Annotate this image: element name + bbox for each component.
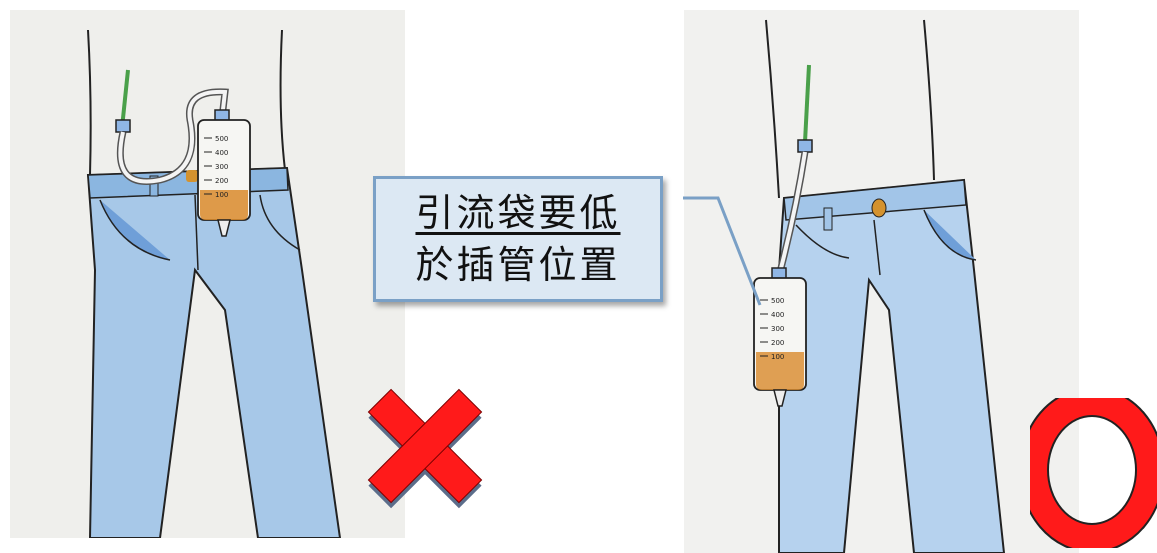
bag-scale-label: 100 bbox=[215, 191, 228, 199]
bag-scale-label: 400 bbox=[771, 311, 784, 319]
bag-scale-label: 200 bbox=[771, 339, 784, 347]
bag-scale-label: 500 bbox=[215, 135, 228, 143]
bag-scale-label: 300 bbox=[215, 163, 228, 171]
bag-scale-label: 300 bbox=[771, 325, 784, 333]
bag-scale-label: 400 bbox=[215, 149, 228, 157]
drainage-bag: 500 400 300 200 100 bbox=[753, 267, 807, 407]
correct-drawing: 500 400 300 200 100 bbox=[753, 19, 1006, 553]
bag-scale-label: 100 bbox=[771, 353, 784, 361]
jeans bbox=[86, 166, 342, 538]
correct-circle-icon bbox=[1030, 398, 1157, 548]
callout-line-1: 引流袋要低 bbox=[415, 191, 621, 235]
incorrect-drawing-panel: 500 400 300 200 100 bbox=[10, 10, 405, 538]
callout-box: 引流袋要低 於插管位置 bbox=[373, 176, 663, 302]
incorrect-drawing: 500 400 300 200 100 bbox=[86, 29, 342, 538]
bag-scale-label: 500 bbox=[771, 297, 784, 305]
drainage-bag: 500 400 300 200 100 bbox=[197, 109, 251, 237]
jeans bbox=[778, 178, 1006, 553]
catheter-tube bbox=[120, 69, 130, 129]
bag-scale-label: 200 bbox=[215, 177, 228, 185]
catheter-tube bbox=[803, 64, 811, 143]
correct-drawing-panel: 500 400 300 200 100 bbox=[684, 10, 1079, 553]
wrong-cross-icon bbox=[367, 388, 483, 509]
callout-line-2: 於插管位置 bbox=[415, 243, 621, 287]
